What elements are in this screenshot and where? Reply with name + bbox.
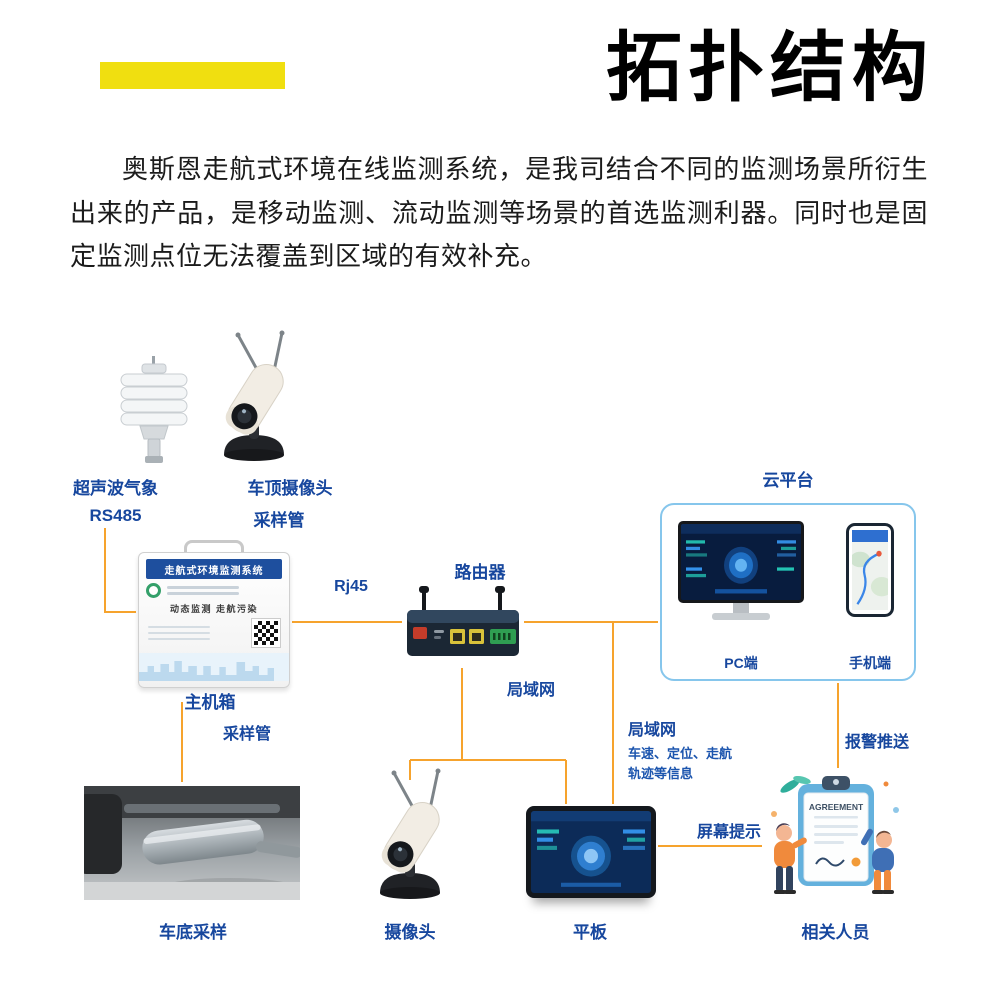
- pc-monitor-image: [678, 521, 804, 620]
- undercar-photo: [84, 786, 300, 900]
- alarm-push-edge-label: 报警推送: [845, 734, 910, 751]
- contact-text-lines: [148, 622, 210, 644]
- camera-image: [362, 768, 460, 902]
- accent-bar: [100, 62, 285, 89]
- main-unit-front: 走航式环境监测系统 动态监测 走航污染: [138, 552, 290, 688]
- roof-camera-image: [206, 330, 304, 464]
- qr-code-icon: [251, 618, 281, 648]
- tablet-label: 平板: [573, 923, 607, 942]
- camera-label: 摄像头: [384, 923, 436, 942]
- monitor-stand-base: [712, 613, 770, 620]
- tablet-image: [526, 806, 656, 898]
- roof-camera-label: 车顶摄像头: [247, 479, 333, 498]
- page-title: 拓扑结构: [606, 26, 934, 111]
- personnel-illustration: AGREEMENT: [764, 770, 906, 904]
- weather-sensor-image: [112, 356, 196, 466]
- skyline-graphic: [139, 653, 289, 681]
- router-label: 路由器: [454, 563, 506, 582]
- brand-logo-icon: [146, 583, 161, 598]
- weather-sensor-sublabel: RS485: [89, 506, 142, 525]
- mobile-map-screen: [852, 530, 888, 610]
- router-image: [404, 586, 522, 666]
- sampling-tube-edge-label: 采样管: [222, 726, 271, 743]
- undercar-label: 车底采样: [159, 923, 227, 942]
- main-unit-label: 主机箱: [184, 693, 236, 712]
- mobile-side-label: 手机端: [849, 655, 891, 671]
- main-unit-title: 走航式环境监测系统: [146, 559, 282, 579]
- personnel-label: 相关人员: [801, 923, 870, 942]
- main-unit-device: 走航式环境监测系统 动态监测 走航污染: [138, 540, 290, 688]
- lan-router-edge-label: 局域网: [506, 682, 555, 699]
- monitor-stand-neck: [733, 603, 749, 613]
- pc-dashboard-screen: [678, 521, 804, 603]
- main-unit-handle: [184, 540, 244, 552]
- screen-prompt-edge-label: 屏幕提示: [696, 824, 761, 841]
- mobile-phone-image: [846, 523, 894, 617]
- lan-cloud-description: 车速、定位、走航轨迹等信息: [628, 746, 733, 781]
- intro-paragraph: 奥斯恩走航式环境在线监测系统，是我司结合不同的监测场景所衍生出来的产品，是移动监…: [70, 154, 928, 272]
- rj45-edge-label: Rj45: [334, 578, 368, 595]
- main-unit-slogan: 动态监测 走航污染: [169, 604, 258, 614]
- lan-cloud-edge-label: 局域网: [628, 722, 677, 739]
- cloud-platform-label: 云平台: [762, 471, 814, 490]
- tablet-dashboard-screen: [531, 811, 651, 893]
- pc-side-label: PC端: [724, 655, 758, 671]
- brand-text-lines: [167, 583, 239, 598]
- cloud-platform-box: PC端 手机端: [660, 503, 916, 681]
- mobile-app-header: [852, 530, 888, 542]
- mobile-map-graphic: [852, 542, 888, 610]
- weather-sensor-label: 超声波气象: [73, 479, 158, 498]
- clipboard-title-text: AGREEMENT: [809, 802, 864, 812]
- roof-camera-sublabel: 采样管: [253, 511, 305, 530]
